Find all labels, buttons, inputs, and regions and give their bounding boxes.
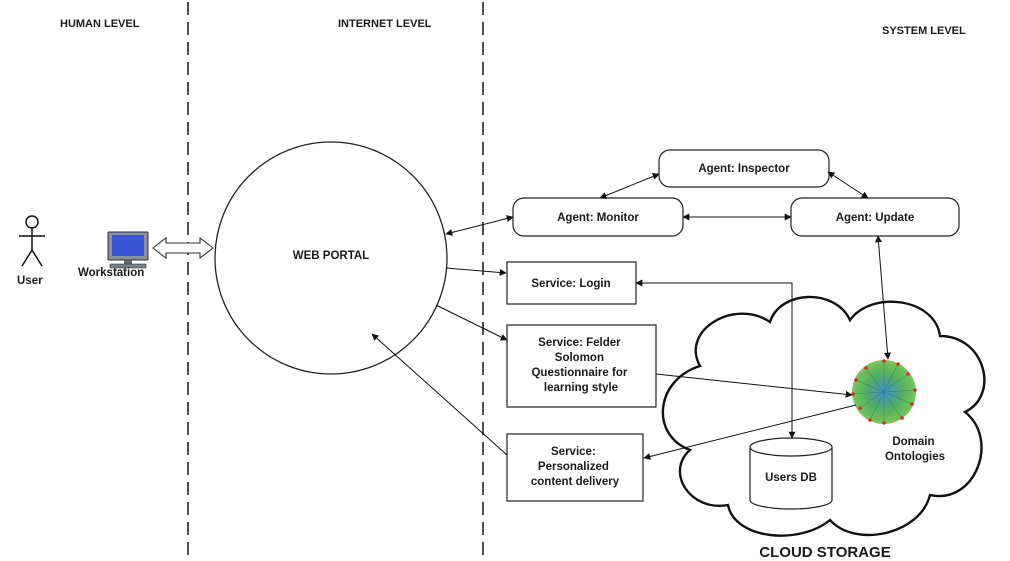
service-personalized-label: Service: Personalized content delivery: [531, 446, 620, 488]
workstation-portal-link: [152, 236, 214, 260]
arrow-portal-monitor: [445, 215, 514, 236]
domain-ontologies-label: Domain Ontologies: [885, 436, 945, 463]
web-portal-label: WEB PORTAL: [293, 250, 369, 262]
arrow-felder-ontologies: [655, 373, 853, 398]
workstation-label: Workstation: [78, 267, 144, 279]
service-felder-box: [506, 324, 657, 408]
ontology-network-icon: [851, 359, 917, 425]
arrow-portal-login: [445, 267, 507, 276]
service-personalized-box: [506, 433, 644, 502]
web-portal-circle: [214, 141, 448, 375]
human-level-title: HUMAN LEVEL: [60, 18, 140, 30]
system-level-title: SYSTEM LEVEL: [882, 25, 966, 37]
workstation-icon: [107, 231, 149, 269]
users-db-icon: [749, 437, 833, 510]
service-felder-label: Service: Felder Solomon Questionnaire fo…: [531, 337, 630, 394]
agent-inspector-label: Agent: Inspector: [698, 163, 790, 175]
arrow-update-ontologies: [875, 235, 891, 360]
arrow-monitor-inspector: [599, 173, 660, 199]
internet-level-title: INTERNET LEVEL: [338, 18, 432, 30]
agent-monitor-label: Agent: Monitor: [557, 212, 639, 224]
cloud-storage-label: CLOUD STORAGE: [759, 544, 890, 561]
arrow-personalized-portal: [371, 333, 508, 456]
agent-update-label: Agent: Update: [836, 212, 915, 224]
arrow-login-usersdb: [635, 279, 796, 439]
user-label: User: [17, 275, 43, 287]
arrow-ontologies-personalized: [643, 404, 857, 460]
user-icon: [19, 215, 45, 267]
service-login-label: Service: Login: [531, 278, 610, 290]
arrow-inspector-update: [827, 171, 869, 199]
users-db-label: Users DB: [765, 472, 817, 484]
agent-inspector-box: [658, 149, 830, 188]
arrow-portal-felder: [435, 304, 508, 341]
service-login-box: [506, 261, 637, 305]
